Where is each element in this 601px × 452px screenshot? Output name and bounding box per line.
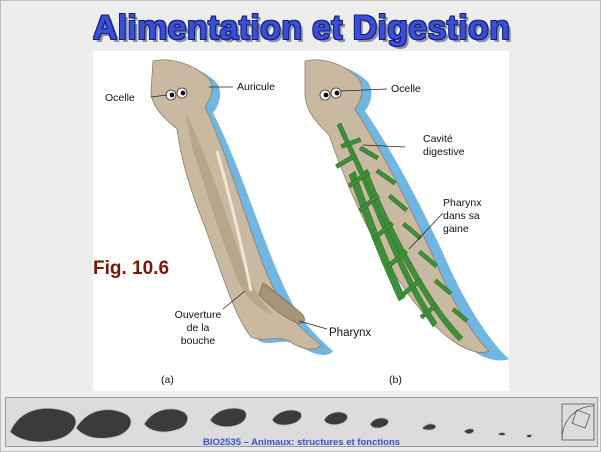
ocelle-b-left-pupil xyxy=(324,93,329,98)
label-pharynx-gaine: Pharynx dans sa gaine xyxy=(443,197,482,236)
label-auricule: Auricule xyxy=(237,81,275,94)
label-ocelle-b: Ocelle xyxy=(391,83,421,96)
slide-title: Alimentation et Digestion xyxy=(1,9,601,48)
figure-panel: Ocelle Auricule Ouverture de la bouche P… xyxy=(93,51,509,391)
ocelle-a-left-pupil xyxy=(170,93,175,98)
label-ouverture-bouche: Ouverture de la bouche xyxy=(167,309,229,348)
ocelle-a-right-pupil xyxy=(181,91,186,96)
footer-course-title: BIO2535 – Animaux: structures et fonctio… xyxy=(1,437,601,448)
golden-spiral-icon xyxy=(562,404,594,440)
planarian-a-body xyxy=(151,60,321,349)
label-ocelle-a: Ocelle xyxy=(105,92,135,105)
ocelle-b-right-pupil xyxy=(335,91,340,96)
caption-a: (a) xyxy=(161,374,174,387)
label-pharynx-a: Pharynx xyxy=(329,327,371,340)
label-cavite-digestive: Cavité digestive xyxy=(423,133,464,159)
caption-b: (b) xyxy=(389,374,402,387)
figure-number: Fig. 10.6 xyxy=(93,258,169,280)
